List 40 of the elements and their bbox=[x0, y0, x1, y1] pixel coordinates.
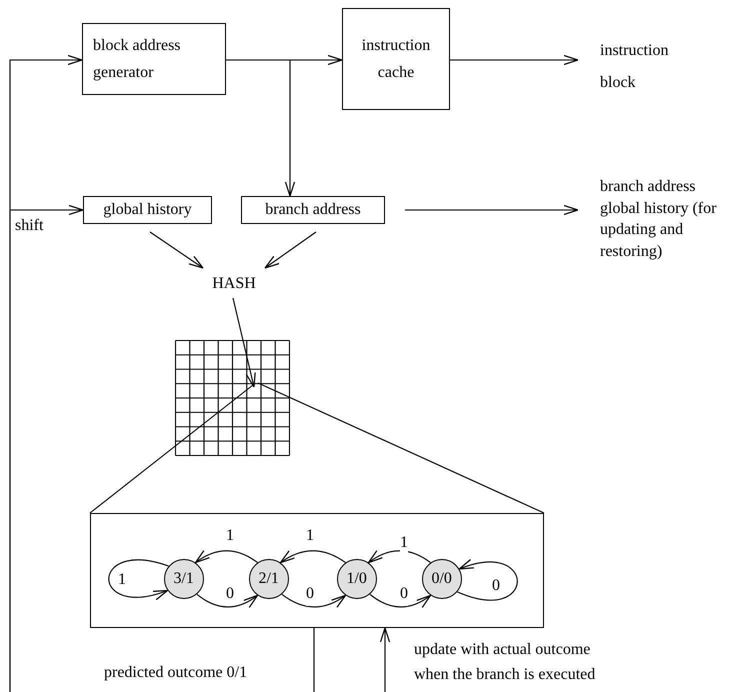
arrow bbox=[280, 550, 346, 564]
state-label: 0/0 bbox=[431, 570, 452, 587]
arrow bbox=[450, 54, 579, 66]
arrow bbox=[232, 298, 256, 388]
box-label: block address generator bbox=[93, 36, 182, 83]
hash-label: HASH bbox=[212, 274, 256, 294]
output-label: branch address bbox=[600, 177, 696, 197]
zoom-line bbox=[258, 382, 544, 514]
state-label: 3/1 bbox=[173, 570, 194, 587]
arrow bbox=[264, 232, 316, 269]
self-loop-arrow bbox=[457, 560, 518, 601]
process-box bbox=[342, 8, 450, 110]
table-grid-drawing bbox=[175, 340, 290, 456]
zoom-line bbox=[90, 384, 254, 514]
process-box bbox=[82, 23, 226, 95]
arrow bbox=[380, 627, 390, 692]
arrow bbox=[405, 204, 579, 216]
register-box bbox=[83, 196, 212, 224]
arrow bbox=[196, 594, 258, 608]
arrow bbox=[368, 550, 431, 564]
state-circle bbox=[164, 558, 204, 599]
state-label: 1/0 bbox=[346, 570, 367, 587]
arrow bbox=[194, 550, 258, 564]
arrow bbox=[9, 204, 84, 692]
arrow bbox=[370, 594, 432, 608]
state-circle bbox=[336, 558, 377, 599]
arrow bbox=[226, 59, 296, 197]
register-box bbox=[241, 196, 385, 224]
box-label: instruction cache bbox=[360, 36, 432, 83]
self-loop-arrow bbox=[108, 559, 169, 600]
state-circle bbox=[422, 558, 462, 599]
arrow bbox=[282, 594, 346, 608]
output-label: instruction block bbox=[600, 41, 670, 93]
output-label: global history (for updating and restoring) bbox=[600, 198, 718, 262]
box-label: branch address bbox=[265, 200, 361, 220]
box-label: global history bbox=[103, 200, 192, 220]
state-label: 2/1 bbox=[258, 570, 279, 587]
connector-line bbox=[313, 628, 315, 692]
arrow bbox=[150, 232, 204, 269]
state-circle bbox=[248, 558, 289, 599]
